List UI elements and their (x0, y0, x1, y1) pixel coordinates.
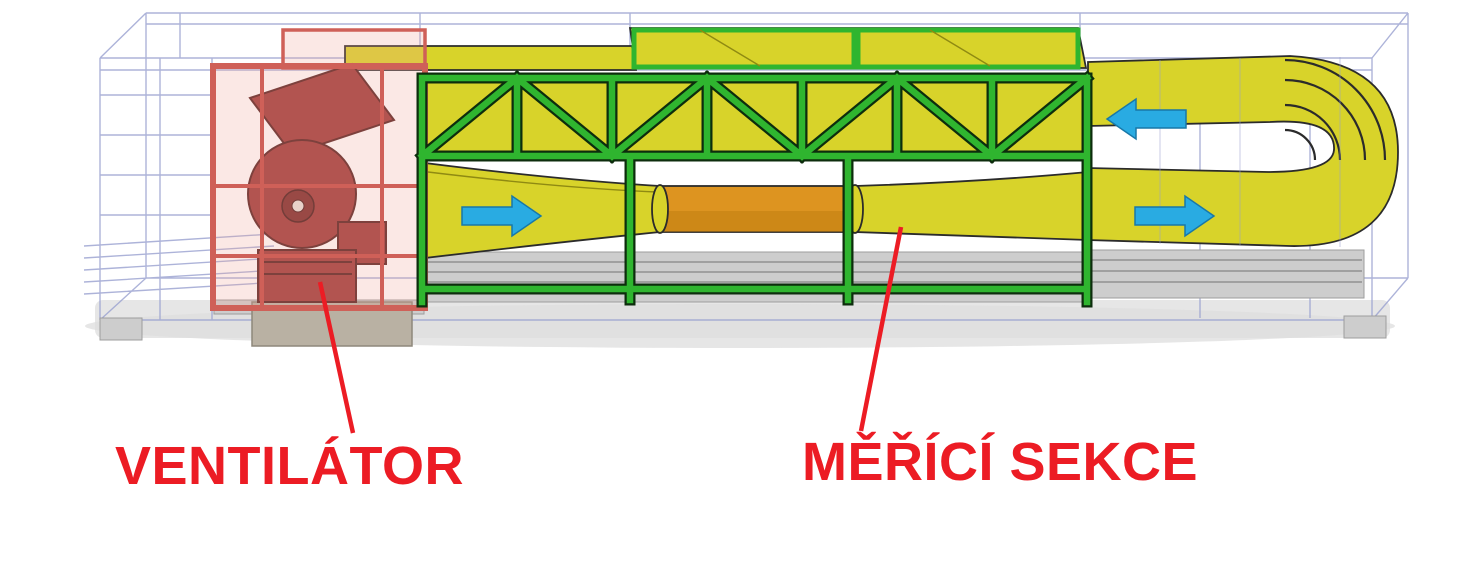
measuring-section-label: MĚŘÍCÍ SEKCE (802, 431, 1198, 492)
green-truss (414, 70, 1095, 308)
measuring-callout-line (858, 226, 904, 432)
outlet-flow-arrow-icon (1134, 194, 1216, 238)
inlet-flow-arrow-icon (461, 194, 543, 238)
centrifugal-fan (247, 62, 396, 303)
callout-lines (317, 226, 904, 434)
fan-section-frame (210, 63, 428, 311)
diffuser-duct (854, 171, 1089, 241)
corner-duct (1087, 55, 1399, 247)
test-section-duct (424, 161, 1089, 260)
return-flow-arrow-icon (1105, 97, 1187, 141)
fan-label: VENTILÁTOR (115, 436, 464, 496)
fan-callout-line (317, 281, 356, 434)
airflow-arrows (461, 97, 1216, 238)
turning-vanes (1284, 58, 1387, 161)
